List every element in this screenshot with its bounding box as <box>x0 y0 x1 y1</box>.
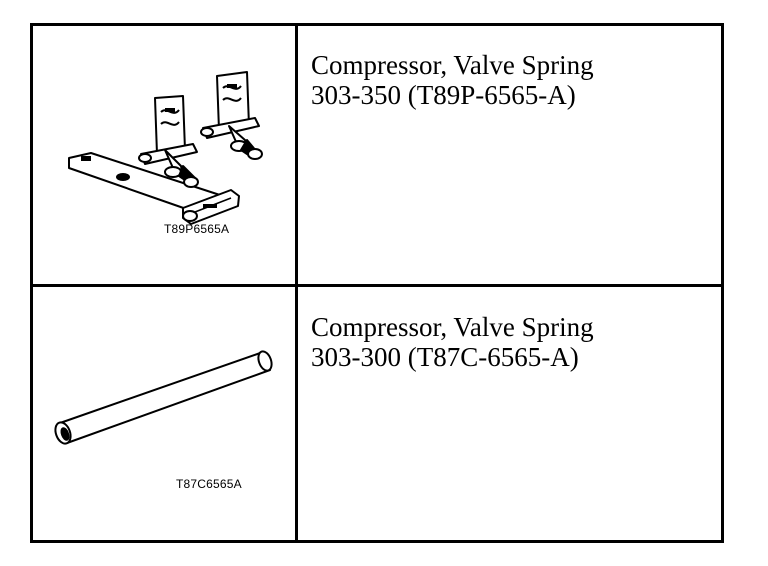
row-divider <box>33 284 721 287</box>
illustration-part-code: T87C6565A <box>176 477 242 491</box>
tool-description-cell: Compressor, Valve Spring 303-300 (T87C-6… <box>298 287 721 540</box>
tool-description: Compressor, Valve Spring 303-300 (T87C-6… <box>311 312 594 372</box>
tool-illustration-cell: T89P6565A <box>33 26 295 284</box>
tool-description: Compressor, Valve Spring 303-350 (T89P-6… <box>311 50 594 110</box>
tool-illustration-cell: T87C6565A <box>33 287 295 540</box>
illustration-part-code: T89P6565A <box>164 222 230 236</box>
special-tool-table: T89P6565A Compressor, Valve Spring 303-3… <box>30 23 724 543</box>
tool-description-cell: Compressor, Valve Spring 303-350 (T89P-6… <box>298 26 721 284</box>
tool-name: Compressor, Valve Spring <box>311 312 594 342</box>
column-divider <box>295 26 298 540</box>
tool-number: 303-350 (T89P-6565-A) <box>311 80 576 110</box>
tool-name: Compressor, Valve Spring <box>311 50 594 80</box>
tool-number: 303-300 (T87C-6565-A) <box>311 342 579 372</box>
valve-spring-compressor-rod-icon <box>54 350 273 445</box>
valve-spring-compressor-plates-icon <box>68 71 263 225</box>
